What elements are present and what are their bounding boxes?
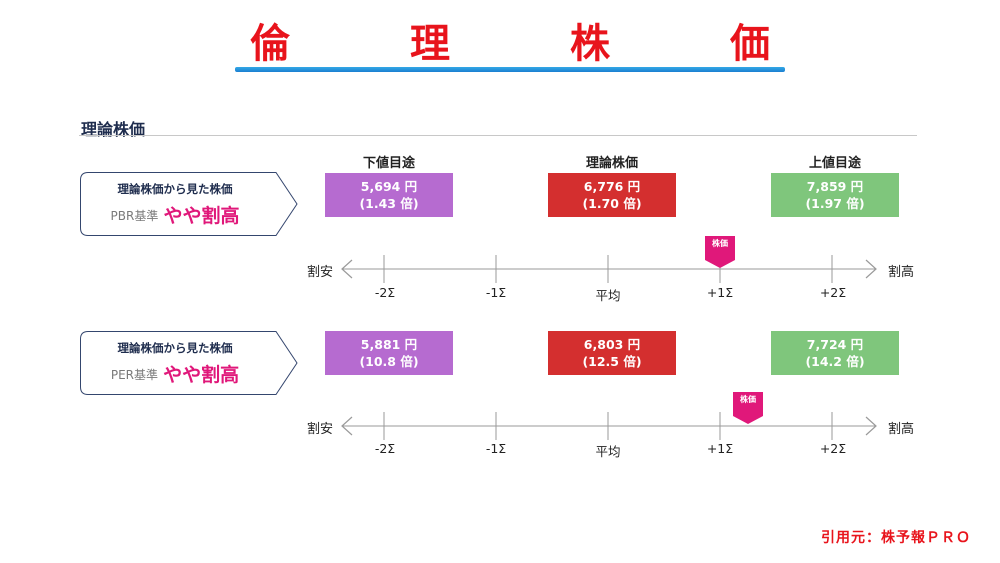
section-divider (79, 135, 917, 136)
valuation-card-pbr: 理論株価から見た株価 PBR基準 やや割高 (80, 172, 300, 236)
valuation-verdict: やや割高 (163, 364, 240, 386)
theoretical-ratio: (1.70 倍) (582, 196, 642, 211)
theoretical-price-box-pbr: 6,776 円 (1.70 倍) (548, 173, 676, 217)
banner-char-4: 価 (730, 21, 770, 67)
axis-arrow-right-icon (865, 259, 877, 279)
axis-arrow-left-icon (341, 259, 353, 279)
low-target-price: 5,694 円 (360, 179, 418, 194)
banner-underline (235, 67, 785, 72)
valuation-verdict: やや割高 (163, 205, 240, 227)
price-marker-tag-icon (733, 392, 763, 424)
valuation-basis: PER基準 (110, 368, 159, 382)
marker-label: 株価 (740, 395, 756, 404)
section-title: 理論株価 (81, 120, 146, 139)
axis-arrow-right-icon (865, 416, 877, 436)
tick-label-minus2: -2Σ (374, 441, 396, 456)
theoretical-price: 6,776 円 (583, 179, 641, 194)
axis-arrow-left-icon (341, 416, 353, 436)
axis-label-cheap: 割安 (307, 265, 334, 280)
high-target-box-pbr: 7,859 円 (1.97 倍) (771, 173, 899, 217)
high-target-ratio: (1.97 倍) (805, 196, 865, 211)
tick-label-plus2: +2Σ (819, 441, 847, 456)
card-verdict-row: PBR基準 やや割高 (80, 201, 270, 228)
tick-label-minus2: -2Σ (374, 285, 396, 300)
valuation-basis: PBR基準 (110, 209, 159, 223)
axis-label-expensive: 割高 (888, 265, 915, 280)
column-header-high: 上値目途 (808, 156, 861, 171)
low-target-box-per: 5,881 円 (10.8 倍) (325, 331, 453, 375)
column-header-mid: 理論株価 (585, 156, 638, 171)
low-target-price: 5,881 円 (360, 337, 418, 352)
marker-label: 株価 (712, 239, 728, 248)
high-target-price: 7,859 円 (806, 179, 864, 194)
tick-label-mean: 平均 (595, 444, 621, 459)
tick-label-plus1: +1Σ (706, 285, 734, 300)
source-credit: 引用元：株予報ＰＲＯ (821, 530, 971, 546)
card-heading: 理論株価から見た株価 (117, 341, 233, 355)
axis-label-expensive: 割高 (888, 422, 915, 437)
column-header-low: 下値目途 (362, 156, 415, 171)
tick-label-plus2: +2Σ (819, 285, 847, 300)
theoretical-price-box-per: 6,803 円 (12.5 倍) (548, 331, 676, 375)
tick-label-mean: 平均 (595, 288, 621, 303)
axis-label-cheap: 割安 (307, 422, 334, 437)
price-marker-tag-icon (705, 236, 735, 268)
low-target-ratio: (1.43 倍) (359, 196, 419, 211)
low-target-box-pbr: 5,694 円 (1.43 倍) (325, 173, 453, 217)
card-arrow-outline (80, 172, 298, 236)
valuation-card-per: 理論株価から見た株価 PER基準 やや割高 (80, 331, 300, 395)
high-target-price: 7,724 円 (806, 337, 864, 352)
tick-label-plus1: +1Σ (706, 441, 734, 456)
card-heading: 理論株価から見た株価 (117, 182, 233, 196)
theoretical-ratio: (12.5 倍) (582, 354, 642, 369)
banner-char-3: 株 (570, 21, 610, 67)
banner-char-2: 理 (410, 21, 450, 67)
card-arrow-outline (80, 331, 298, 395)
card-verdict-row: PER基準 やや割高 (80, 360, 270, 387)
tick-label-minus1: -1Σ (485, 441, 507, 456)
high-target-box-per: 7,724 円 (14.2 倍) (771, 331, 899, 375)
low-target-ratio: (10.8 倍) (359, 354, 419, 369)
theoretical-price: 6,803 円 (583, 337, 641, 352)
banner-char-1: 倫 (250, 21, 290, 67)
high-target-ratio: (14.2 倍) (805, 354, 865, 369)
tick-label-minus1: -1Σ (485, 285, 507, 300)
page-banner-title: 倫 理 株 価 (235, 16, 785, 72)
